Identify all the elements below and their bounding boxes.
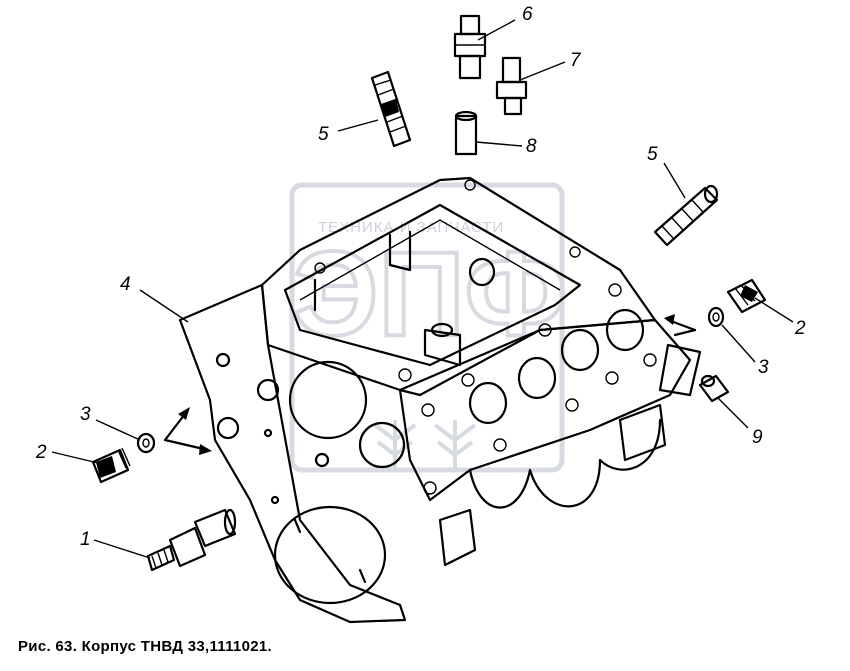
part-9-bush	[698, 374, 730, 403]
part-5-stud-upper	[370, 70, 412, 148]
part-1-fitting	[146, 508, 237, 572]
callout-2-right: 2	[794, 318, 806, 339]
bolt-holes	[314, 179, 657, 495]
part-2-plug-left	[91, 447, 131, 484]
leader-lines	[51, 19, 794, 559]
callout-8: 8	[526, 136, 537, 157]
part-2-plug-right	[726, 278, 767, 314]
callout-9: 9	[752, 427, 763, 448]
callout-3-right: 3	[758, 357, 769, 378]
watermark-text: ТЕХНИКА И ЗАПЧАСТИ	[318, 219, 504, 236]
part-7-stepped-pin	[495, 56, 528, 116]
callout-4: 4	[120, 274, 131, 295]
callout-7: 7	[570, 50, 582, 71]
callout-5-right: 5	[647, 144, 658, 165]
assembly-arrows	[163, 314, 697, 455]
part-3-washer-right	[707, 306, 725, 328]
callout-3-left: 3	[80, 404, 91, 425]
callout-6: 6	[522, 4, 533, 25]
part-6-stepped-pin	[453, 14, 487, 80]
figure-caption: Рис. 63. Корпус ТНВД 33,1111021.	[18, 638, 272, 655]
callout-5-upper: 5	[318, 124, 329, 145]
watermark-logo: ТЕХНИКА И ЗАПЧАСТИ ЭПФ	[289, 182, 569, 473]
callout-1: 1	[80, 529, 91, 550]
callout-labels: 6 7 5 8 5 4 2 3 9 3 2 1	[35, 4, 806, 550]
pump-housing	[178, 176, 702, 624]
watermark-logo-letters: ЭПФ	[293, 227, 567, 361]
part-8-sleeve	[454, 110, 478, 156]
watermark-wheat-emblem	[373, 420, 477, 470]
part-5-stud-right	[653, 184, 719, 247]
callout-2-left: 2	[35, 442, 47, 463]
part-3-washer-left	[136, 432, 156, 454]
